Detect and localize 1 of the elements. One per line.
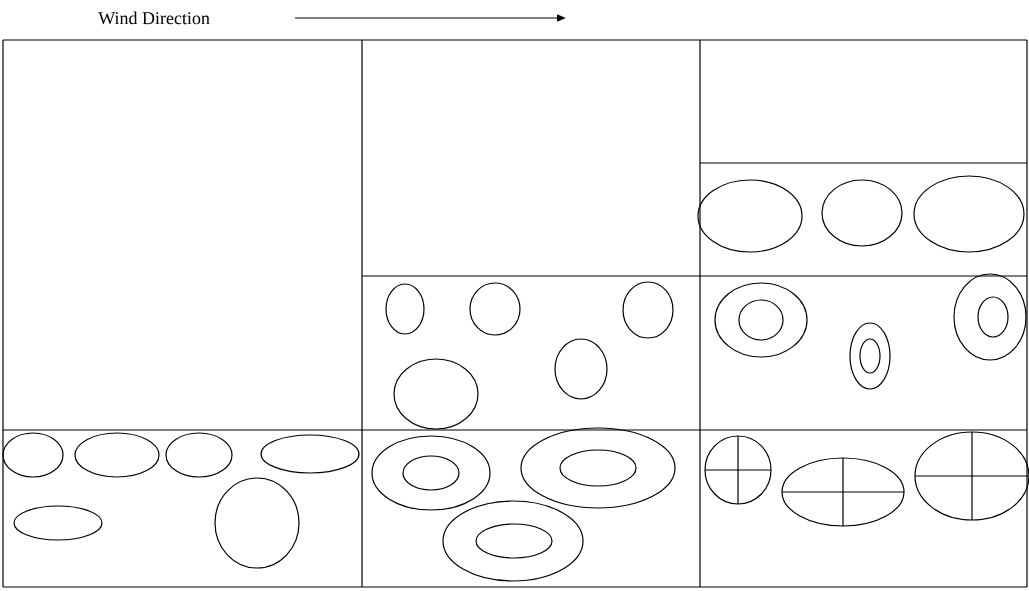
wind-label: Wind Direction <box>98 11 210 25</box>
